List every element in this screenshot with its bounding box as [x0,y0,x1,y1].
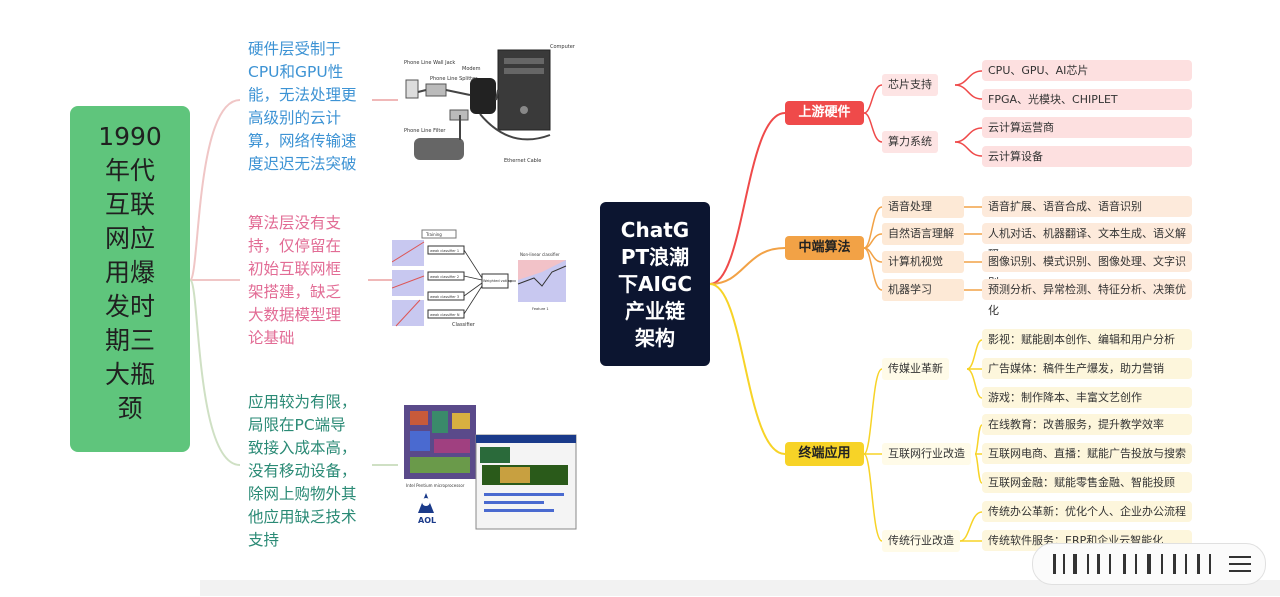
sub-compute-system: 算力系统 [882,131,938,153]
application-bottleneck-text: 应用较为有限， 局限在PC端导 致接入成本高， 没有移动设备， 除网上购物外其 … [248,391,374,552]
text-line: 支持 [248,531,280,549]
leaf-item: 游戏：制作降本、丰富文艺创作 [982,387,1192,408]
leaf-item: 人机对话、机器翻译、文本生成、语义解释 [982,223,1192,261]
early-internet-collage: Intel Pentium microprocessor AOL [404,405,579,530]
hardware-bottleneck-text: 硬件层受制于 CPU和GPU性 能，无法处理更 高级别的云计 算，网络传输速 度… [248,38,378,176]
label: Feature 1 [532,307,549,311]
label: Phone Line Filter [404,128,446,134]
title-line: 网应 [104,224,155,253]
sub-computer-vision: 计算机视觉 [882,251,964,273]
text-line: 初始互联网框 [248,260,342,278]
leaf-item: 广告媒体：稿件生产爆发，助力营销 [982,358,1192,379]
label: Computer [550,44,576,50]
leaf-item: 图像识别、模式识别、图像处理、文字识别 [982,251,1192,289]
ensemble-classifier-icon: Training weak classifier 1 weak classifi… [391,229,567,328]
bottleneck-title-box: 1990 年代 互联 网应 用爆 发时 期三 大瓶 颈 [70,106,190,452]
sub-media-innovation: 传媒业革新 [882,358,949,380]
title-line: 期三 [104,326,155,355]
leaf-item: 在线教育：改善服务，提升教学效率 [982,414,1192,435]
text-line: 架搭建，缺乏 [248,283,342,301]
text-line: 硬件层受制于 [248,40,342,58]
pentium-chip-icon: Intel Pentium microprocessor AOL [404,405,577,530]
label: Intel Pentium microprocessor [406,483,465,488]
leaf-item: FPGA、光模块、CHIPLET [982,89,1192,110]
label: Phone Line Splitter [430,76,478,82]
label: Weighted voting [483,279,512,283]
leaf-item: 影视：赋能剧本创作、编辑和用户分析 [982,329,1192,350]
text-line: 高级别的云计 [248,109,342,127]
category-downstream-application: 终端应用 [785,442,864,466]
center-line: 产业链 [625,299,685,323]
sub-internet-transformation: 互联网行业改造 [882,443,971,465]
text-line: 应用较为有限， [248,393,357,411]
title-line: 年代 [104,156,155,185]
center-line: ChatG [620,218,690,242]
text-line: 论基础 [248,329,295,347]
label: Ethernet Cable [504,158,541,164]
leaf-item: CPU、GPU、AI芯片 [982,60,1192,81]
title-line: 发时 [104,292,155,321]
leaf-item: 云计算设备 [982,146,1192,167]
text-line: CPU和GPU性 [248,63,344,81]
bottom-scroll-track [200,580,1280,596]
label: Modem [462,66,481,72]
label: weak classifier 1 [430,249,459,253]
sub-nlu: 自然语言理解 [882,223,964,245]
title-line: 用爆 [104,258,155,287]
text-line: 持，仅停留在 [248,237,342,255]
overlay-toolbar[interactable] [1032,543,1266,585]
text-line: 能，无法处理更 [248,86,357,104]
title-line: 颈 [117,394,143,423]
text-line: 算，网络传输速 [248,132,357,150]
leaf-item: 传统办公革新：优化个人、企业办公流程 [982,501,1192,522]
center-line: 架构 [635,326,675,350]
text-line: 他应用缺乏技术 [248,508,357,526]
network-hardware-illustration: Computer Phone Line Wall Jack Modem Phon… [400,40,580,170]
central-topic-box: ChatG PT浪潮 下AIGC 产业链 架构 [600,202,710,366]
category-midstream-algorithm: 中端算法 [785,236,864,260]
leaf-item: 互联网电商、直播：赋能广告投放与搜索 [982,443,1192,464]
text-line: 算法层没有支 [248,214,342,232]
label: weak classifier 2 [430,275,459,279]
algorithm-bottleneck-text: 算法层没有支 持，仅停留在 初始互联网框 架搭建，缺乏 大数据模型理 论基础 [248,212,368,350]
text-line: 除网上购物外其 [248,485,357,503]
label: weak classifier 3 [430,295,459,299]
text-line: 局限在PC端导 [248,416,346,434]
title-line: 1990 [98,122,162,151]
leaf-item: 语音扩展、语音合成、语音识别 [982,196,1192,217]
center-line: 下AIGC [617,272,692,296]
leaf-item: 预测分析、异常检测、特征分析、决策优化 [982,279,1192,317]
sub-machine-learning: 机器学习 [882,279,964,301]
label: weak classifier N [430,313,460,317]
label: Phone Line Wall Jack [404,60,455,66]
sub-chip-support: 芯片支持 [882,74,938,96]
label: Training [425,232,442,237]
leaf-item: 云计算运营商 [982,117,1192,138]
title-line: 互联 [104,190,155,219]
label: Non-linear classifier [520,252,560,257]
sub-traditional-transformation: 传统行业改造 [882,530,960,552]
aol-logo-text: AOL [418,516,436,525]
computer-modem-icon: Computer Phone Line Wall Jack Modem Phon… [404,44,576,164]
text-line: 度迟迟无法突破 [248,155,357,173]
barcode-icon [1053,554,1251,574]
text-line: 没有移动设备， [248,462,357,480]
text-line: 大数据模型理 [248,306,342,324]
title-line: 大瓶 [104,360,155,389]
text-line: 致接入成本高， [248,439,357,457]
classifier-diagram: Training weak classifier 1 weak classifi… [391,228,570,328]
center-line: PT浪潮 [620,245,690,269]
label: Classifier [452,322,476,328]
sub-speech-processing: 语音处理 [882,196,964,218]
category-upstream-hardware: 上游硬件 [785,101,864,125]
leaf-item: 互联网金融：赋能零售金融、智能投顾 [982,472,1192,493]
